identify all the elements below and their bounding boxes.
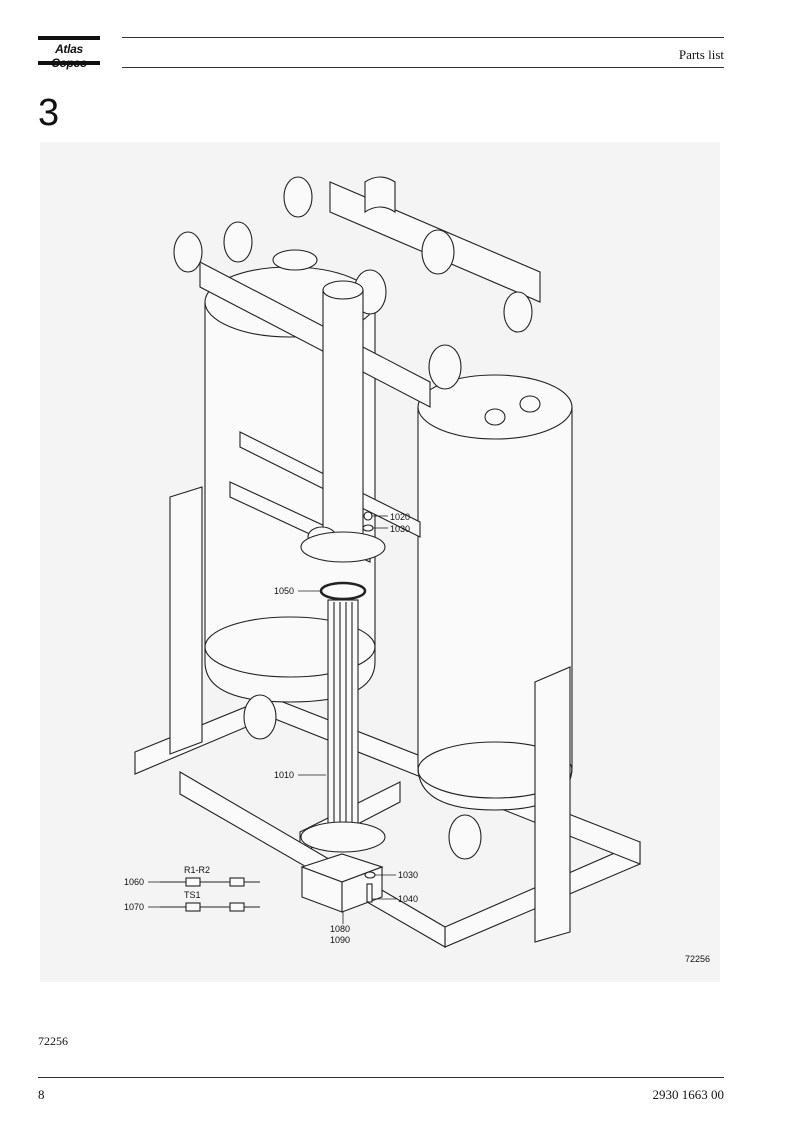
page-number: 8: [38, 1087, 45, 1102]
pipe-flange-3: [283, 176, 313, 218]
right-tank-top-port-2: [519, 395, 541, 413]
gasket-1050: [319, 581, 367, 601]
atlas-copco-logo: Atlas Copco: [38, 36, 100, 70]
bolt-1020: [363, 511, 373, 521]
washer-1030-bottom: [364, 871, 376, 879]
pipe-flange-4: [421, 229, 455, 275]
central-column: [322, 289, 364, 546]
support-post-left: [169, 486, 203, 755]
right-tank-top: [417, 374, 573, 440]
left-tank-lower-flange: [243, 694, 277, 740]
callout-ts1: TS1: [184, 890, 201, 900]
callout-1090: 1090: [330, 935, 350, 945]
callout-r1-r2: R1-R2: [184, 865, 210, 875]
cable-1060-connector-a: [185, 877, 201, 887]
callout-1060: 1060: [124, 877, 144, 887]
callout-1040: 1040: [398, 894, 418, 904]
pipe-flange-1: [173, 231, 203, 273]
cable-1060-connector-b: [229, 877, 245, 887]
left-tank-nozzle: [272, 249, 318, 271]
cable-1070-connector-a: [185, 902, 201, 912]
callout-1070: 1070: [124, 902, 144, 912]
header-rule-top: [122, 37, 724, 38]
header-title: Parts list: [678, 47, 724, 62]
section-number: 3: [38, 92, 60, 134]
cable-1070-connector-b: [229, 902, 245, 912]
right-tank-seam: [417, 741, 573, 799]
drawing-id: 72256: [685, 954, 710, 964]
central-column-top: [322, 280, 364, 300]
callout-1020: 1020: [390, 512, 410, 522]
footer-rule: [38, 1077, 724, 1078]
document-number: 2930 1663 00: [652, 1087, 725, 1102]
heater-flange: [300, 821, 386, 853]
image-caption-id: 72256: [38, 1034, 68, 1048]
header-rule-bottom: [122, 67, 724, 68]
callout-1030-top: 1030: [390, 524, 410, 534]
right-tank-top-port: [484, 408, 506, 426]
right-tank-lower-flange: [448, 814, 482, 860]
logo-text: Atlas Copco: [51, 42, 87, 70]
pipe-flange-2: [223, 221, 253, 263]
callout-leaders: [148, 515, 396, 924]
bolt-1040: [366, 883, 373, 903]
left-tank-seam: [204, 616, 376, 678]
callout-1050: 1050: [274, 586, 294, 596]
pipe-flange-6: [428, 344, 462, 390]
pipe-flange-5: [503, 291, 533, 333]
callout-1030-bottom: 1030: [398, 870, 418, 880]
top-pipe-bend: [364, 176, 396, 214]
callout-1080: 1080: [330, 924, 350, 934]
logo-bar-top: [38, 36, 100, 40]
central-column-flange: [300, 531, 386, 563]
support-post-right: [534, 666, 571, 943]
heating-element-bundle: [327, 599, 359, 836]
exploded-parts-drawing: 1020 1030 1050 1010 1060 1070 R1-R2 TS1 …: [40, 142, 720, 982]
washer-1030-top: [362, 524, 374, 532]
logo-bar-bottom: [38, 61, 100, 65]
callout-1010: 1010: [274, 770, 294, 780]
